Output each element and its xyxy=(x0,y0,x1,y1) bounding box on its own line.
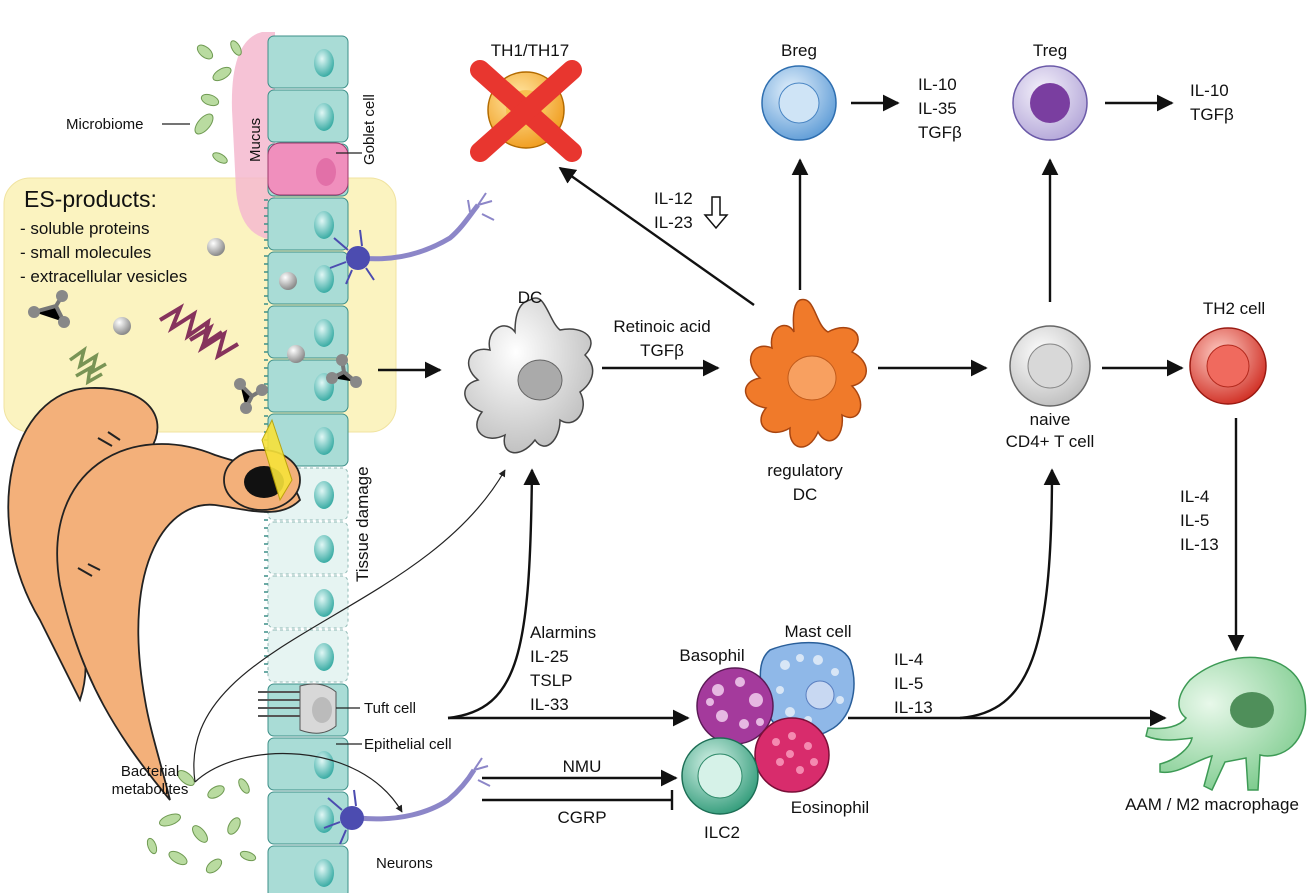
th2-il5-label: IL-5 xyxy=(1180,511,1209,530)
epithelial-nucleus xyxy=(314,535,334,563)
retinoic-acid-label: Retinoic acid xyxy=(613,317,710,336)
mucus-layer xyxy=(231,32,275,240)
regulatory-dc-label-1: regulatory xyxy=(767,461,843,480)
es-products-title: ES-products: xyxy=(24,186,157,212)
microbiome-label: Microbiome xyxy=(66,116,144,133)
il23-label: IL-23 xyxy=(654,213,693,232)
goblet-cell-nucleus xyxy=(316,158,336,186)
epithelial-cell xyxy=(267,35,349,89)
epithelial-nucleus xyxy=(314,427,334,455)
ilc2-label: ILC2 xyxy=(704,823,740,842)
tissue-damage-label: Tissue damage xyxy=(353,466,372,582)
epithelial-nucleus xyxy=(314,589,334,617)
naive-cd4-cell xyxy=(1009,325,1091,407)
epithelial-cell xyxy=(267,737,349,791)
suppression-cross-icon xyxy=(470,60,582,162)
epithelial-cell xyxy=(267,575,349,629)
epithelial-nucleus xyxy=(314,643,334,671)
naive-label-1: naive xyxy=(1030,410,1071,429)
epithelial-nucleus xyxy=(314,211,334,239)
helminth-worm xyxy=(7,387,302,801)
es-molecules xyxy=(28,238,362,414)
breg-signal-3: TGFβ xyxy=(918,123,962,142)
es-item-1: - soluble proteins xyxy=(20,219,149,238)
th2-il4-label: IL-4 xyxy=(1180,487,1209,506)
treg-label: Treg xyxy=(1033,41,1067,60)
epithelial-cell xyxy=(267,305,349,359)
eosinophil-cell xyxy=(754,717,830,793)
epithelial-cell xyxy=(267,197,349,251)
epithelial-nucleus xyxy=(314,751,334,779)
epithelial-cell xyxy=(267,521,349,575)
es-products-text: ES-products: - soluble proteins - small … xyxy=(20,186,187,286)
epithelium-column xyxy=(264,35,349,893)
epithelial-nucleus xyxy=(314,265,334,293)
gran-il13-label: IL-13 xyxy=(894,698,933,717)
macrophage-cell xyxy=(1145,656,1307,792)
epithelial-nucleus xyxy=(314,49,334,77)
goblet-cell-shape xyxy=(267,142,349,196)
bacterial-metabolites-line2: metabolites xyxy=(112,781,189,798)
epithelial-cell xyxy=(267,791,349,845)
regulatory-dc-cell xyxy=(744,298,867,448)
gran-il4-label: IL-4 xyxy=(894,650,923,669)
mucus-label: Mucus xyxy=(247,118,264,162)
breg-signal-1: IL-10 xyxy=(918,75,957,94)
es-item-2: - small molecules xyxy=(20,243,151,262)
epithelial-cell-label: Epithelial cell xyxy=(364,736,452,753)
tgfb-dc-label: TGFβ xyxy=(640,341,684,360)
epithelial-cell xyxy=(267,89,349,143)
eosinophil-label: Eosinophil xyxy=(791,798,869,817)
dc-label: DC xyxy=(518,288,543,307)
epithelial-nucleus xyxy=(314,103,334,131)
ilc2-cell xyxy=(681,737,759,815)
decrease-arrow-icon xyxy=(703,196,729,230)
th2-cell xyxy=(1189,327,1267,405)
goblet-cell-label: Goblet cell xyxy=(361,94,378,165)
es-item-3: - extracellular vesicles xyxy=(20,267,187,286)
breg-signal-2: IL-35 xyxy=(918,99,957,118)
th2-il13-label: IL-13 xyxy=(1180,535,1219,554)
tslp-label: TSLP xyxy=(530,671,573,690)
tuft-cell-shape xyxy=(258,683,337,734)
epithelial-nucleus xyxy=(314,319,334,347)
pathway-arrows xyxy=(162,94,1245,813)
breg-label: Breg xyxy=(781,41,817,60)
basophil-cell xyxy=(696,667,774,745)
treg-signal-1: IL-10 xyxy=(1190,81,1229,100)
il33-label: IL-33 xyxy=(530,695,569,714)
microbiome-bacteria xyxy=(146,40,257,874)
treg-cell xyxy=(1012,65,1088,141)
basophil-label: Basophil xyxy=(679,646,744,665)
naive-label-2: CD4+ T cell xyxy=(1006,432,1095,451)
epithelial-cell xyxy=(267,359,349,413)
th2-cell-label: TH2 cell xyxy=(1203,299,1265,318)
regulatory-dc-label-2: DC xyxy=(793,485,818,504)
neurons-label: Neurons xyxy=(376,855,433,872)
nmu-label: NMU xyxy=(563,757,602,776)
cgrp-label: CGRP xyxy=(557,808,606,827)
tuft-cell-label: Tuft cell xyxy=(364,700,416,717)
th1-th17-label: TH1/TH17 xyxy=(491,41,569,60)
il12-label: IL-12 xyxy=(654,189,693,208)
epithelial-nucleus xyxy=(314,805,334,833)
neuron-lower xyxy=(323,757,491,845)
breg-cell xyxy=(761,65,837,141)
mast-cell xyxy=(759,641,855,738)
bacterial-metabolites-line1: Bacterial xyxy=(121,763,179,780)
alarmins-label: Alarmins xyxy=(530,623,596,642)
epithelial-nucleus xyxy=(314,859,334,887)
treg-signal-2: TGFβ xyxy=(1190,105,1234,124)
epithelial-cell xyxy=(267,845,349,893)
gran-il5-label: IL-5 xyxy=(894,674,923,693)
epithelial-cell xyxy=(267,629,349,683)
dc-cell xyxy=(464,297,594,454)
mast-cell-label: Mast cell xyxy=(784,622,851,641)
macrophage-label: AAM / M2 macrophage xyxy=(1125,795,1299,814)
epithelial-nucleus xyxy=(314,481,334,509)
il25-label: IL-25 xyxy=(530,647,569,666)
neuron-upper xyxy=(329,192,495,285)
